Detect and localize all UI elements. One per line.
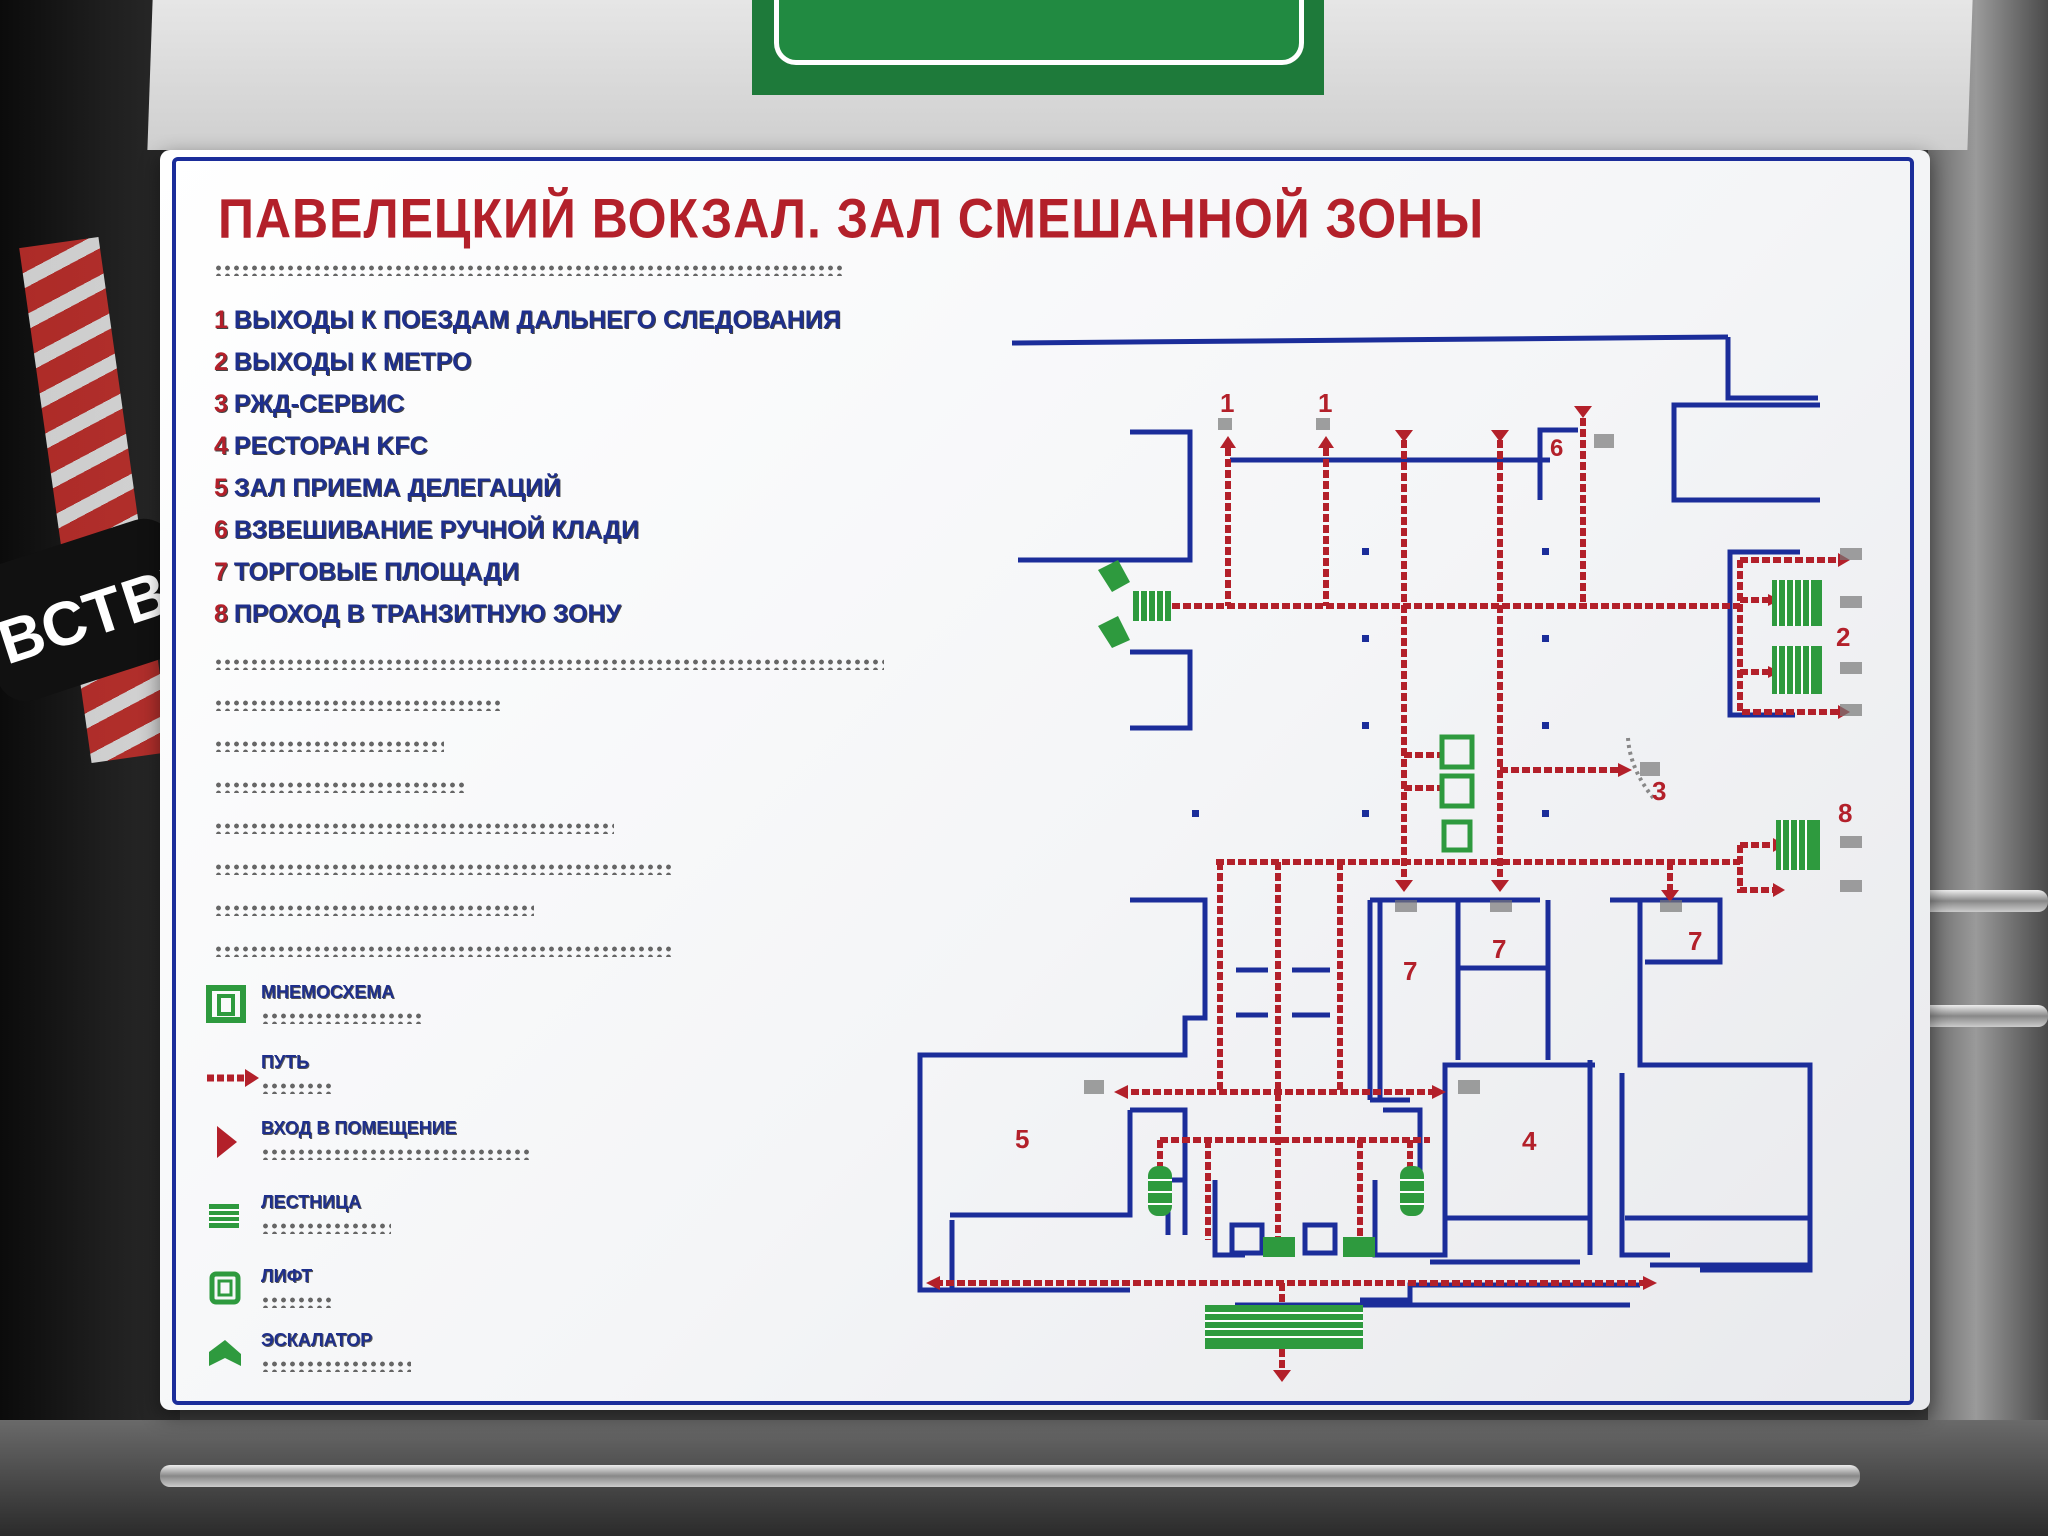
map-label-room-6: 6 (1550, 435, 1563, 462)
key-braille (261, 1222, 391, 1234)
braille-line-6 (214, 863, 674, 875)
entrance-arrows (926, 406, 1850, 1382)
braille-line-3 (214, 740, 444, 752)
green-sign-frame (774, 0, 1304, 65)
stair-steps (1139, 580, 1811, 1338)
key-braille (261, 1360, 411, 1372)
braille-line-2 (214, 699, 504, 711)
handrail (160, 1465, 1860, 1487)
key-label-stairs: ЛЕСТНИЦА (261, 1192, 362, 1212)
walls (917, 334, 1820, 1308)
title-braille (214, 264, 844, 276)
background-right-glass (1928, 0, 2048, 1536)
mnemonic-diagram-icon (206, 985, 246, 1023)
key-label-mnemonic: МНЕМОСХЕМА (261, 982, 395, 1002)
key-braille (261, 1082, 331, 1094)
map-label-room-4: 4 (1522, 1126, 1537, 1156)
path-arrow-icon (207, 1069, 259, 1087)
handrail (1900, 1005, 2048, 1027)
column-dots (1192, 548, 1549, 817)
map-braille (1084, 418, 1862, 1094)
key-label-entrance: ВХОД В ПОМЕЩЕНИЕ (261, 1118, 457, 1138)
key-braille (261, 1296, 331, 1308)
map-label-room-7b: 7 (1492, 934, 1506, 964)
braille-line-4 (214, 781, 464, 793)
key-label-elevator: ЛИФТ (261, 1266, 313, 1286)
map-label-exit-1a: 1 (1220, 388, 1234, 418)
braille-line-5 (214, 822, 614, 834)
handrail (1900, 890, 2048, 912)
plaque-title: ПАВЕЛЕЦКИЙ ВОКЗАЛ. ЗАЛ СМЕШАННОЙ ЗОНЫ (218, 187, 1485, 250)
key-label-path: ПУТЬ (261, 1052, 310, 1072)
map-label-exit-8: 8 (1838, 798, 1852, 828)
staircase-icon (209, 1204, 239, 1228)
room-entrance-icon (217, 1126, 237, 1158)
map-label-room-3: 3 (1652, 776, 1666, 806)
plaque-border (172, 157, 1914, 1405)
map-label-room-5: 5 (1015, 1124, 1029, 1154)
elevator-icon (209, 1271, 241, 1305)
map-label-exit-1b: 1 (1318, 388, 1332, 418)
map-label-room-7a: 7 (1403, 956, 1417, 986)
key-braille (261, 1012, 421, 1024)
braille-line-7 (214, 904, 534, 916)
braille-line-8 (214, 945, 674, 957)
map-label-exit-2: 2 (1836, 622, 1850, 652)
route-paths (935, 418, 1840, 1370)
escalator-icon (209, 1340, 241, 1366)
key-label-escalator: ЭСКАЛАТОР (261, 1330, 373, 1350)
key-braille (261, 1148, 531, 1160)
map-label-room-7c: 7 (1688, 926, 1702, 956)
tactile-plaque (160, 150, 1930, 1410)
braille-line-1 (214, 658, 884, 670)
